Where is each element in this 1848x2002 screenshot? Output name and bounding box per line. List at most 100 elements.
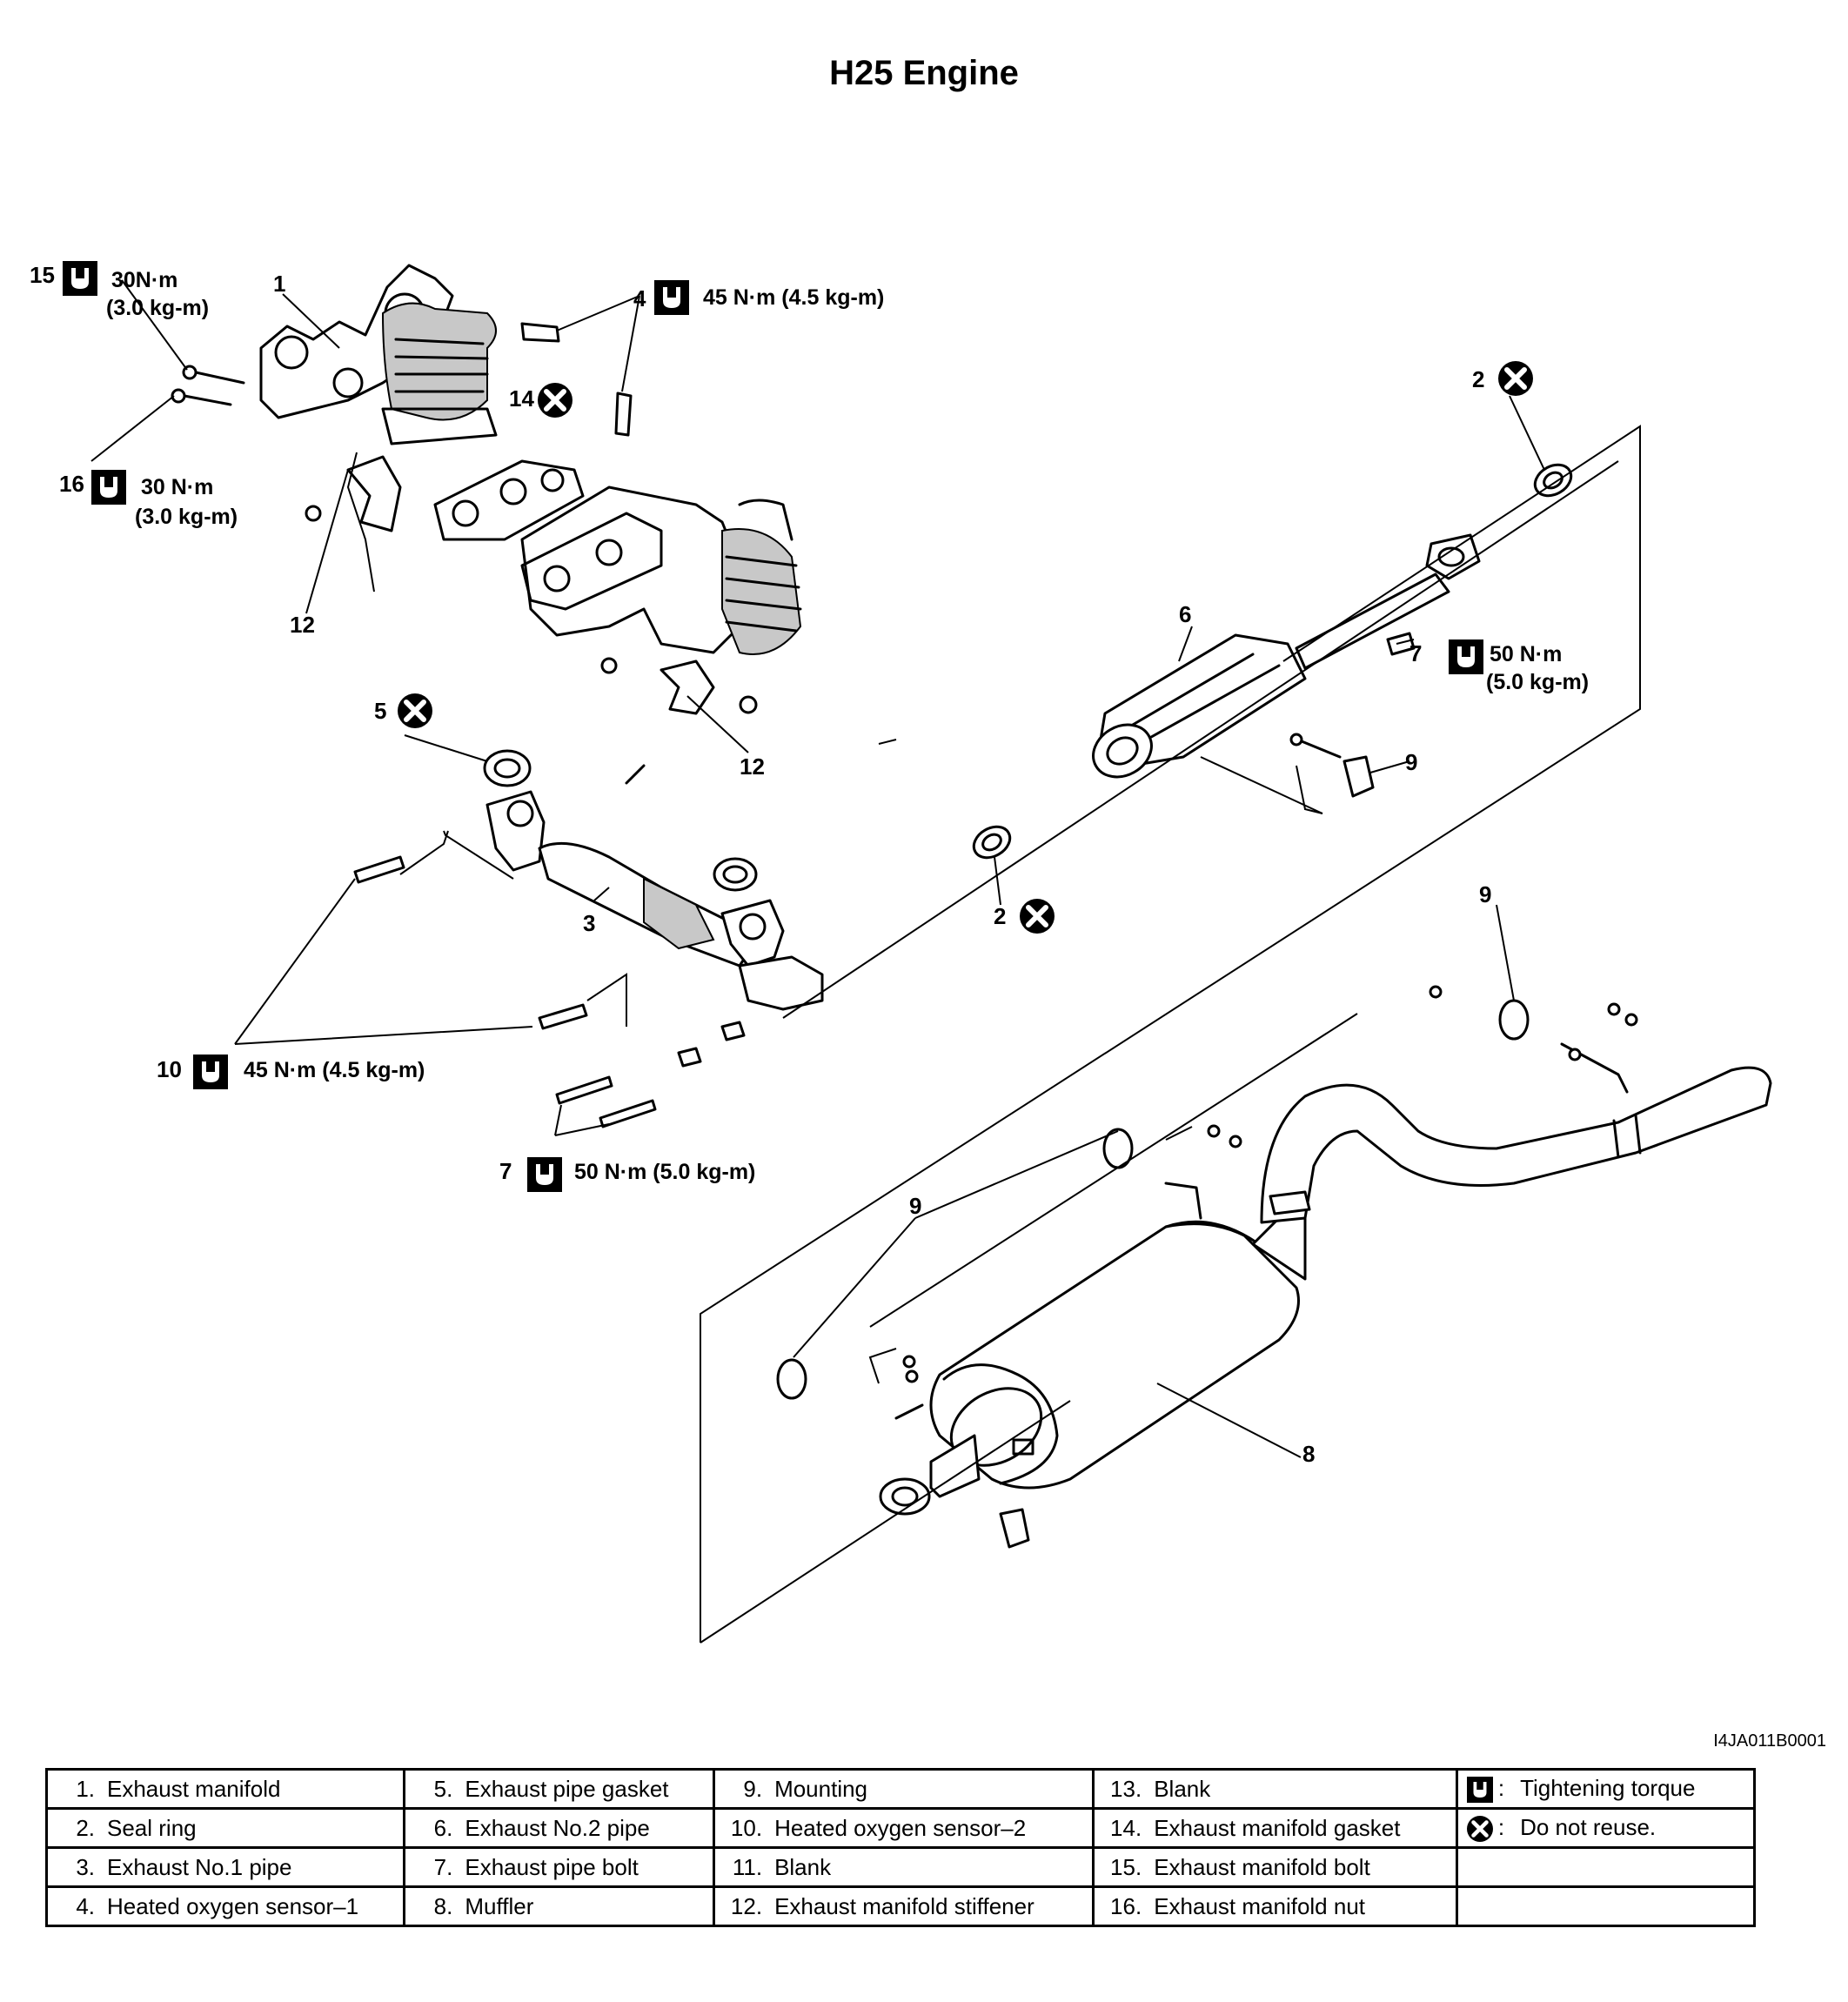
callout-4: 4 [633,285,646,311]
callout-8: 8 [1302,1441,1315,1467]
manifold-gasket [433,459,663,611]
callout-9-right: 9 [1479,881,1491,907]
callout-12-left: 12 [290,612,315,638]
mounting-bracket [1289,632,1416,798]
wrench-icon [91,470,126,505]
seal-ring-upper [1533,463,1573,498]
torque-7-left: 50 N·m (5.0 kg-m) [574,1160,755,1184]
manifold-fasteners [171,365,758,785]
legend-row: 3. Exhaust No.1 pipe 7. Exhaust pipe bolt 11… [44,1846,1757,1888]
legend-cell: 14. Exhaust manifold gasket [1092,1807,1458,1849]
legend-cell: 6. Exhaust No.2 pipe [403,1807,716,1849]
legend-label: Exhaust pipe bolt [465,1853,639,1880]
legend-cell: 3. Exhaust No.1 pipe [44,1846,406,1888]
legend-label: Exhaust manifold stiffener [774,1892,1034,1919]
figure-code: I4JA011B0001 [1713,1731,1826,1751]
callout-2-middle: 2 [994,903,1006,929]
legend-number: 10. [730,1814,763,1841]
legend-number: 5. [433,1775,453,1802]
manifold-stiffener [346,455,715,715]
legend-number: 16. [1110,1892,1142,1919]
legend-number: 3. [76,1853,95,1880]
do-not-reuse-icon [1498,361,1533,396]
rubber-mountings [776,985,1638,1420]
wrench-icon [193,1055,228,1089]
legend-label: Tightening torque [1520,1774,1696,1801]
legend-cell: 4. Heated oxygen sensor–1 [44,1885,406,1927]
assembly-lines [346,425,1641,1644]
legend-cell: 11. Blank [713,1846,1095,1888]
legend-label: Exhaust manifold bolt [1154,1853,1370,1880]
heated-oxygen-sensor-1 [520,322,633,437]
torque-10: 45 N·m (4.5 kg-m) [244,1058,425,1082]
legend-number: 13. [1110,1775,1142,1802]
callout-6: 6 [1179,601,1191,627]
wrench-icon [63,261,97,296]
exhaust-manifold [259,264,498,445]
legend-number: 2. [76,1814,95,1841]
torque-15-nm: 30N·m [111,268,177,292]
legend-number: 12. [730,1892,763,1919]
legend-label: Exhaust No.2 pipe [465,1814,650,1841]
legend-label: Exhaust manifold gasket [1154,1814,1401,1841]
torque-16-nm: 30 N·m [141,475,213,499]
legend-label: Exhaust pipe gasket [465,1775,669,1802]
torque-7-right-kgm: (5.0 kg-m) [1486,670,1589,694]
legend-label: Heated oxygen sensor–1 [107,1892,359,1919]
legend-cell: 5. Exhaust pipe gasket [403,1768,716,1810]
legend-label: Seal ring [107,1814,197,1841]
legend-cell: 2. Seal ring [44,1807,406,1849]
callout-9-upper: 9 [1405,749,1417,775]
legend-label: Exhaust No.1 pipe [107,1853,292,1880]
torque-15-kgm: (3.0 kg-m) [106,296,209,320]
wrench-icon [654,280,689,315]
callout-2-upper: 2 [1472,366,1484,392]
do-not-reuse-icon [538,383,572,418]
do-not-reuse-icon [398,693,432,728]
wrench-icon [1466,1777,1493,1804]
legend-cell: 16. Exhaust manifold nut [1092,1885,1458,1927]
exhaust-pipe-gasket [483,749,758,892]
do-not-reuse-icon [1467,1816,1493,1842]
callout-12-right: 12 [740,753,765,780]
legend-number: 14. [1110,1814,1142,1841]
exhaust-no1-pipe [485,790,824,1011]
legend-separator: : [1497,1813,1505,1840]
legend-number: 1. [76,1775,95,1802]
callout-10: 10 [157,1056,182,1082]
callout-labels: 1 4 15 16 14 12 12 5 3 2 2 6 7 9 9 9 8 1… [30,262,1491,1467]
legend-number: 6. [433,1814,453,1841]
legend-cell: 1. Exhaust manifold [44,1768,406,1810]
torque-4: 45 N·m (4.5 kg-m) [703,285,884,310]
callout-15: 15 [30,262,55,288]
legend-label: Mounting [774,1775,868,1802]
legend-cell: : Tightening torque [1455,1768,1757,1810]
do-not-reuse-icon [1020,899,1055,934]
legend-label: Blank [774,1853,832,1880]
legend-cell: 8.Muffler [403,1885,716,1927]
legend-separator: : [1497,1774,1505,1801]
legend-number: 4. [76,1892,95,1919]
legend-cell [1455,1885,1757,1927]
wrench-icon [527,1157,562,1192]
legend-number: 7. [433,1853,453,1880]
manifold-catalyst [520,485,802,655]
legend-cell: 7. Exhaust pipe bolt [403,1846,716,1888]
callout-3: 3 [583,910,595,936]
callout-leaders [90,279,1545,1458]
legend-cell: 15.Exhaust manifold bolt [1092,1846,1458,1888]
wrench-icon [1449,639,1483,674]
callout-7-left: 7 [499,1158,512,1184]
page-title: H25 Engine [829,54,1019,92]
heated-oxygen-sensor-2 [353,855,588,1030]
legend-label: Exhaust manifold [107,1775,281,1802]
torque-7-right-nm: 50 N·m [1490,642,1562,666]
legend-label: Exhaust manifold nut [1154,1892,1366,1919]
legend-cell: 13.Blank [1092,1768,1458,1810]
callout-5: 5 [374,698,386,724]
legend-number: 11. [732,1853,763,1880]
exhaust-pipe-bolts [555,1021,746,1128]
